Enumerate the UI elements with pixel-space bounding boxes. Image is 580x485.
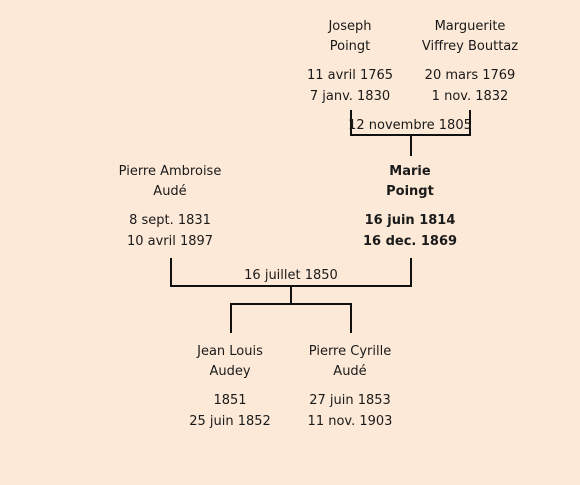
- death-date: 10 avril 1897: [126, 234, 214, 249]
- death-date: 25 juin 1852: [189, 414, 271, 429]
- connector-jean-louis-up: [230, 303, 232, 333]
- birth-date: 20 mars 1769: [424, 68, 516, 83]
- person-marie-poingt: Marie Poingt 16 juin 1814 16 dec. 1869: [330, 162, 490, 252]
- birth-date: 8 sept. 1831: [129, 213, 211, 228]
- children-bar: [230, 303, 352, 305]
- person-first-name: Joseph: [328, 19, 372, 34]
- person-joseph-poingt: Joseph Poingt 11 avril 1765 7 janv. 1830: [270, 17, 430, 107]
- person-last-name: Poingt: [329, 39, 371, 54]
- connector-marie-down: [410, 258, 412, 287]
- connector-to-children: [290, 287, 292, 305]
- birth-date: 11 avril 1765: [306, 68, 394, 83]
- person-last-name: Audé: [333, 364, 367, 379]
- connector-marguerite-down: [469, 110, 471, 136]
- marriage-date-pierre-marie: 16 juillet 1850: [244, 268, 338, 283]
- death-date: 16 dec. 1869: [362, 234, 458, 249]
- person-last-name: Audey: [209, 364, 251, 379]
- birth-date: 16 juin 1814: [364, 213, 456, 228]
- person-pierre-ambroise-aude: Pierre Ambroise Audé 8 sept. 1831 10 avr…: [90, 162, 250, 252]
- birth-date: 27 juin 1853: [309, 393, 391, 408]
- person-pierre-cyrille-aude: Pierre Cyrille Audé 27 juin 1853 11 nov.…: [270, 342, 430, 432]
- birth-date: 1851: [213, 393, 247, 408]
- marriage-line-pierre-marie: [170, 285, 412, 287]
- connector-to-marie: [410, 136, 412, 156]
- death-date: 11 nov. 1903: [307, 414, 393, 429]
- person-first-name: Pierre Ambroise: [118, 164, 222, 179]
- marriage-line-joseph-marguerite: [350, 134, 471, 136]
- person-marguerite-viffrey-bouttaz: Marguerite Viffrey Bouttaz 20 mars 1769 …: [390, 17, 550, 107]
- person-first-name: Marguerite: [434, 19, 506, 34]
- death-date: 7 janv. 1830: [309, 89, 391, 104]
- person-last-name: Audé: [153, 184, 187, 199]
- person-jean-louis-audey: Jean Louis Audey 1851 25 juin 1852: [150, 342, 310, 432]
- person-last-name: Viffrey Bouttaz: [421, 39, 519, 54]
- death-date: 1 nov. 1832: [431, 89, 509, 104]
- connector-pierre-ambroise-down: [170, 258, 172, 287]
- person-first-name: Pierre Cyrille: [308, 344, 392, 359]
- person-last-name: Poingt: [386, 184, 434, 199]
- person-first-name: Jean Louis: [197, 344, 263, 359]
- connector-joseph-down: [350, 110, 352, 136]
- connector-pierre-cyrille-up: [350, 303, 352, 333]
- person-first-name: Marie: [389, 164, 431, 179]
- marriage-date-joseph-marguerite: 12 novembre 1805: [348, 118, 472, 133]
